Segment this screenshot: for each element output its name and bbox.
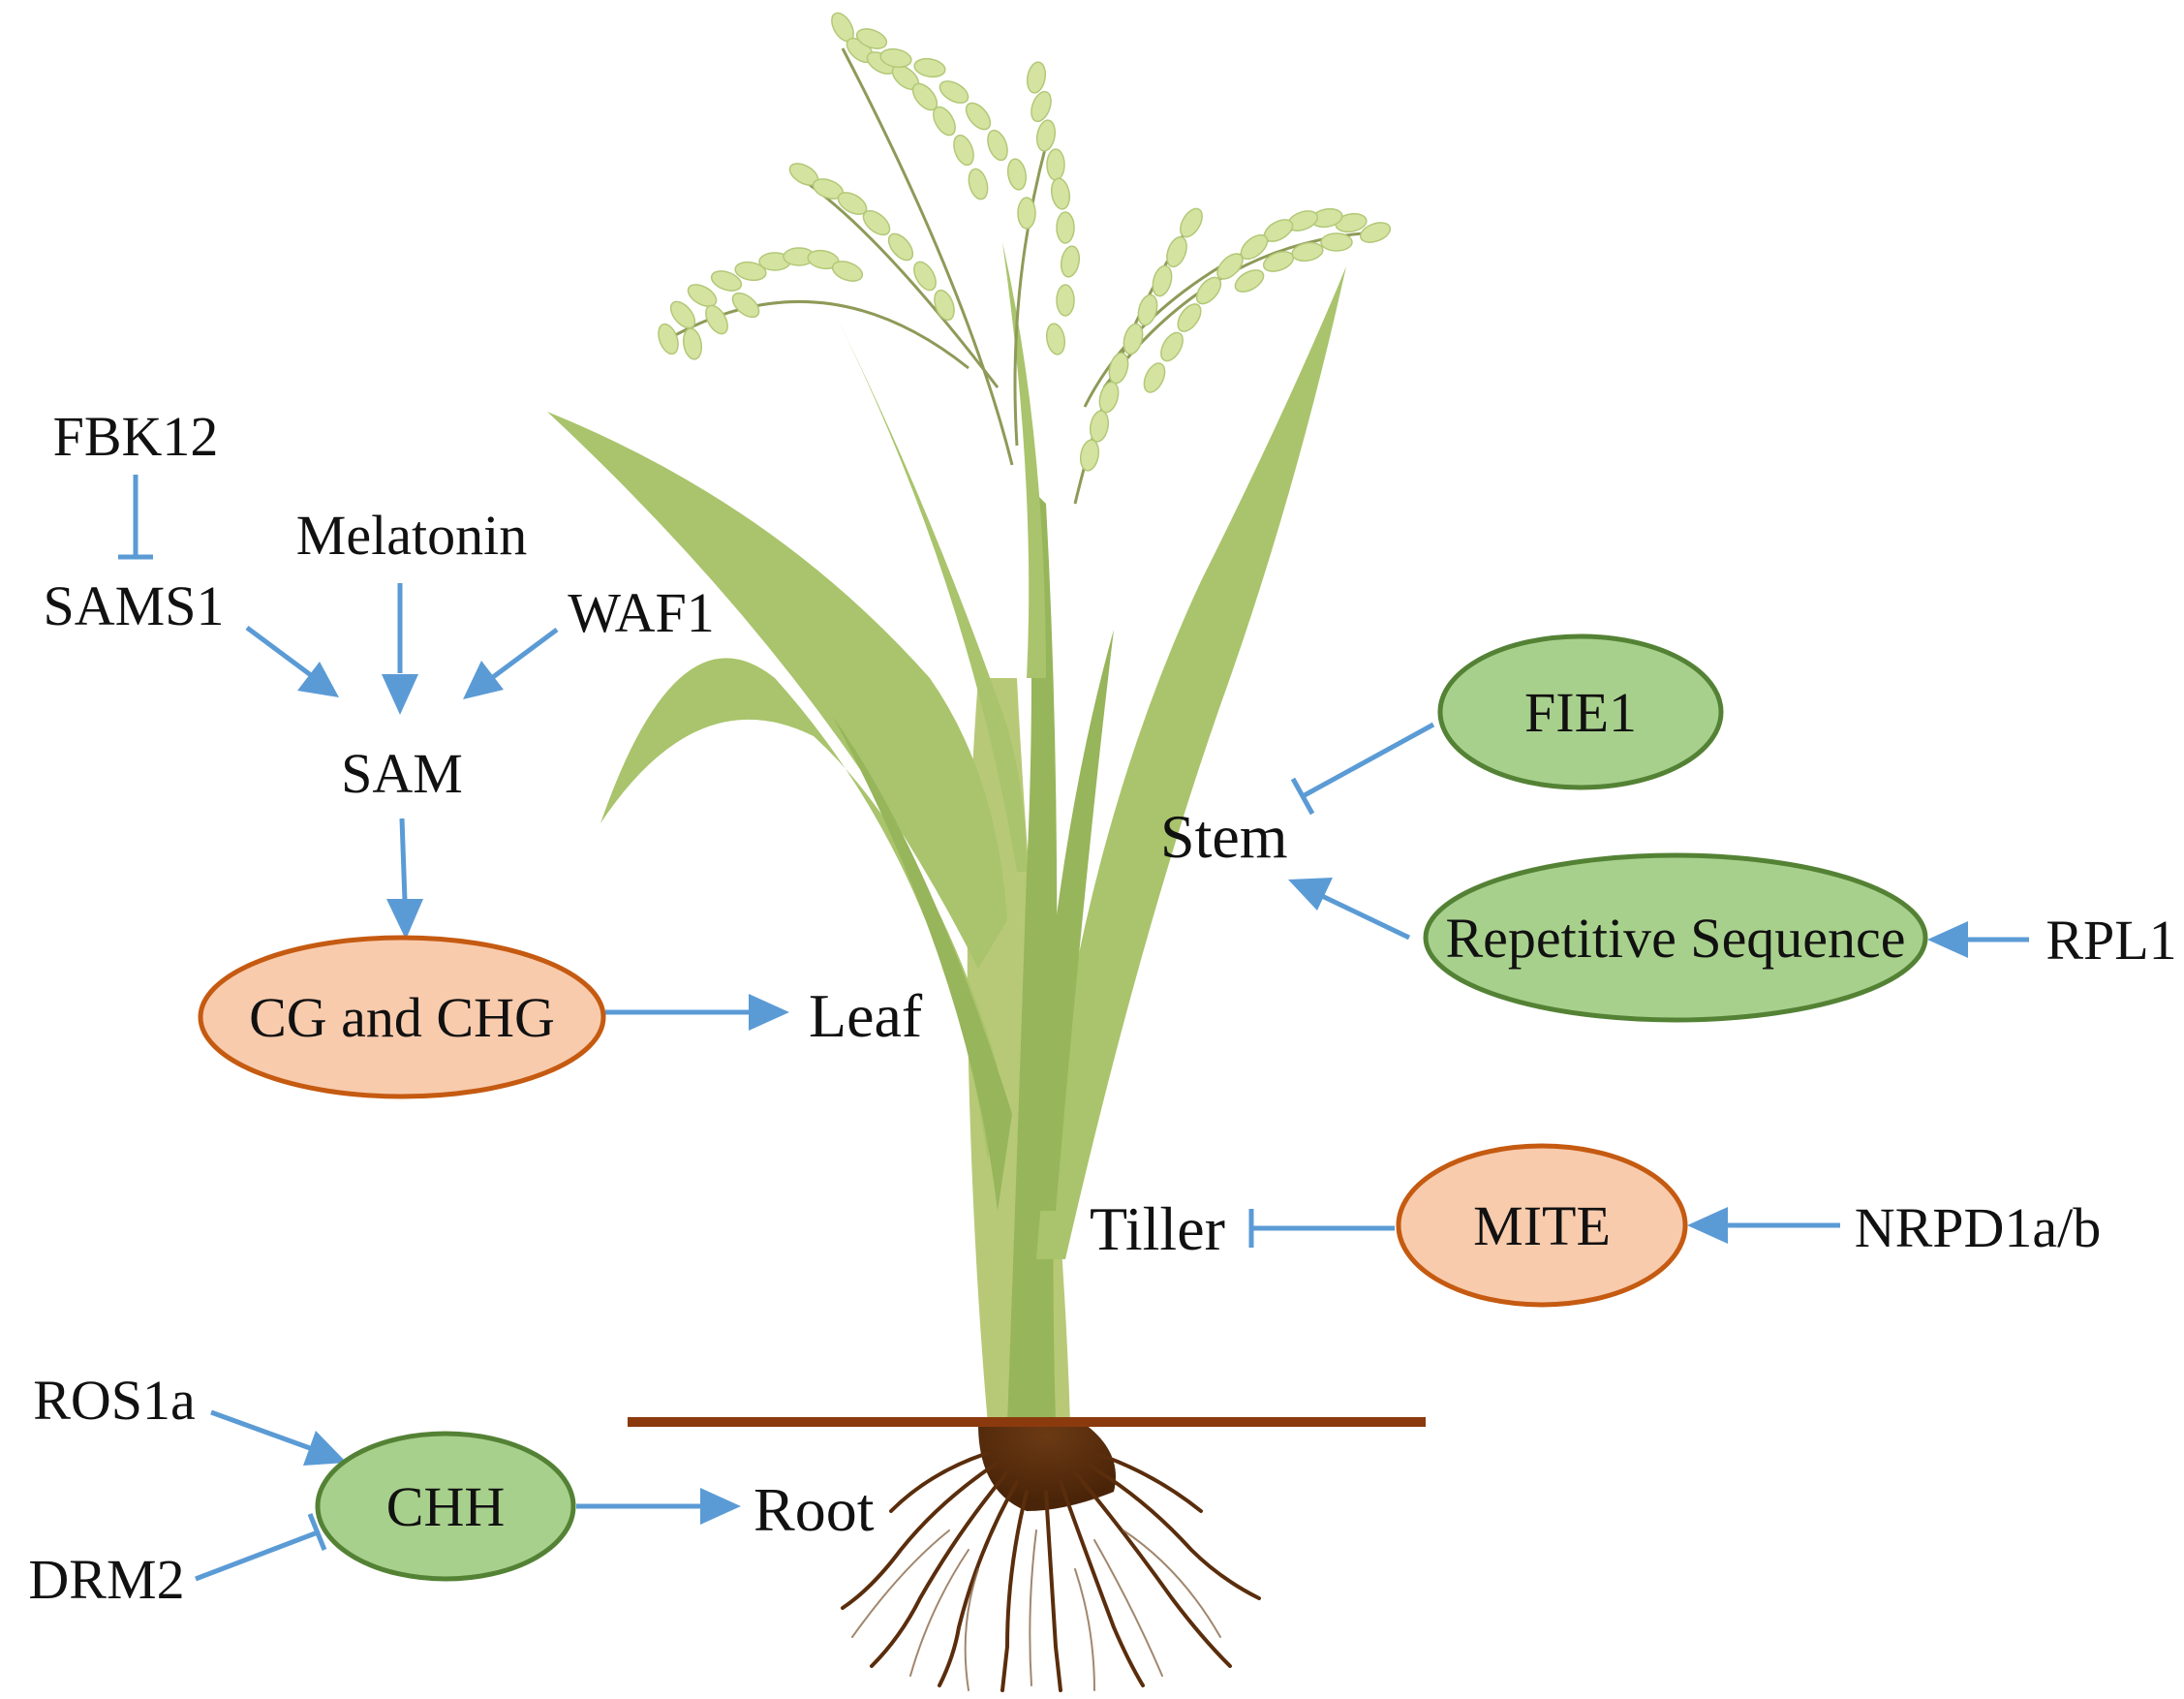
edge-fie1-inhibits-stem: [1290, 722, 1435, 816]
nodes: FBK12 SAMS1 Melatonin WAF1 SAM CG and CH…: [28, 405, 2176, 1611]
edge-fbk12-inhibits-sams1: [118, 475, 153, 560]
edge-cg-chg-to-leaf: [605, 994, 789, 1031]
edge-sam-to-cg-chg: [386, 818, 423, 940]
edge-sams1-to-sam: [245, 625, 339, 697]
organ-leaf: Leaf: [809, 981, 923, 1050]
node-waf1: WAF1: [568, 581, 714, 644]
roots-illustration: [841, 1416, 1261, 1692]
node-sam: SAM: [341, 742, 463, 805]
node-fie1-label: FIE1: [1524, 681, 1637, 744]
node-melatonin: Melatonin: [296, 504, 527, 567]
edge-rpl1-to-repetitive: [1927, 921, 2029, 958]
organ-root: Root: [754, 1475, 875, 1544]
node-fbk12: FBK12: [53, 405, 219, 468]
organ-tiller: Tiller: [1090, 1194, 1225, 1263]
node-cg-chg: CG and CHG: [198, 935, 606, 1099]
edge-repetitive-to-stem: [1288, 878, 1411, 941]
edge-nrpd1-to-mite: [1687, 1207, 1840, 1244]
node-repetitive-sequence: Repetitive Sequence: [1423, 852, 1928, 1023]
edge-ros1a-to-chh: [210, 1409, 347, 1466]
edge-waf1-to-sam: [463, 627, 559, 699]
node-mite: MITE: [1396, 1143, 1688, 1308]
node-drm2: DRM2: [28, 1548, 184, 1611]
panicles-illustration: [658, 12, 1392, 505]
node-sams1: SAMS1: [44, 574, 225, 637]
node-ros1a: ROS1a: [33, 1369, 196, 1432]
node-chh: CHH: [315, 1431, 576, 1582]
rice-plant-icon: [547, 12, 1426, 1692]
organ-stem: Stem: [1160, 802, 1288, 871]
node-rpl1: RPL1: [2046, 909, 2176, 972]
edge-mite-inhibits-tiller: [1248, 1209, 1395, 1248]
edge-chh-to-root: [576, 1488, 741, 1525]
edges: [118, 475, 2029, 1582]
node-cg-chg-label: CG and CHG: [249, 986, 555, 1049]
node-repetitive-sequence-label: Repetitive Sequence: [1445, 907, 1905, 970]
node-nrpd1ab: NRPD1a/b: [1855, 1196, 2102, 1259]
node-chh-label: CHH: [386, 1475, 505, 1538]
edge-drm2-inhibits-chh: [195, 1513, 327, 1582]
node-fie1: FIE1: [1437, 633, 1724, 790]
node-mite-label: MITE: [1473, 1194, 1611, 1257]
edge-melatonin-to-sam: [382, 583, 418, 715]
